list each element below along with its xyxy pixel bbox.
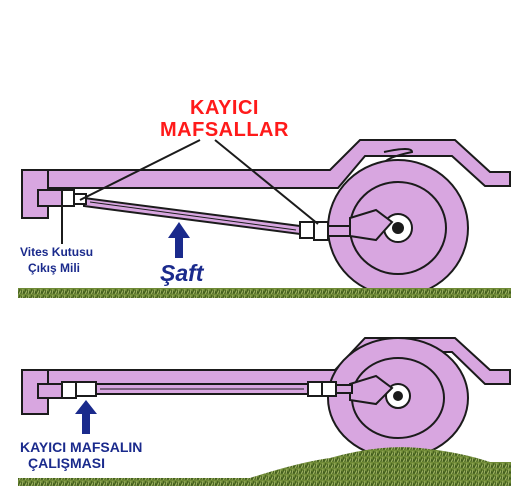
bottom-differential <box>349 374 394 406</box>
bottom-front-sliding-joint <box>61 381 97 399</box>
top-ground <box>18 288 511 298</box>
bottom-rear-u-joint <box>307 381 353 397</box>
sliding-joint-label-line1: KAYICI MAFSALIN <box>20 439 143 455</box>
bottom-driveshaft <box>95 383 309 395</box>
top-rear-u-joint <box>299 221 351 241</box>
gearbox-output-label-line1: Vites Kutusu <box>20 245 94 259</box>
top-chassis-frame <box>27 139 511 189</box>
top-shaft-arrow <box>168 222 190 258</box>
shaft-label: Şaft <box>160 260 204 286</box>
bottom-panel <box>18 337 511 486</box>
sliding-joint-label-line2: ÇALIŞMASI <box>28 455 105 471</box>
bottom-rear-wheel <box>327 337 469 459</box>
bottom-ground-bump <box>18 447 511 486</box>
universal-joints-label-line1: KAYICI <box>190 97 259 119</box>
top-pointer-line-rear <box>214 139 319 225</box>
top-panel <box>18 139 511 298</box>
top-pointer-line-front <box>79 139 201 201</box>
bottom-sliding-joint-arrow <box>75 400 97 434</box>
top-driveshaft <box>83 196 301 236</box>
gearbox-output-label-line2: Çıkış Mili <box>28 261 81 275</box>
universal-joints-label-line2: MAFSALLAR <box>160 119 289 141</box>
bottom-gearbox-housing <box>21 369 49 415</box>
